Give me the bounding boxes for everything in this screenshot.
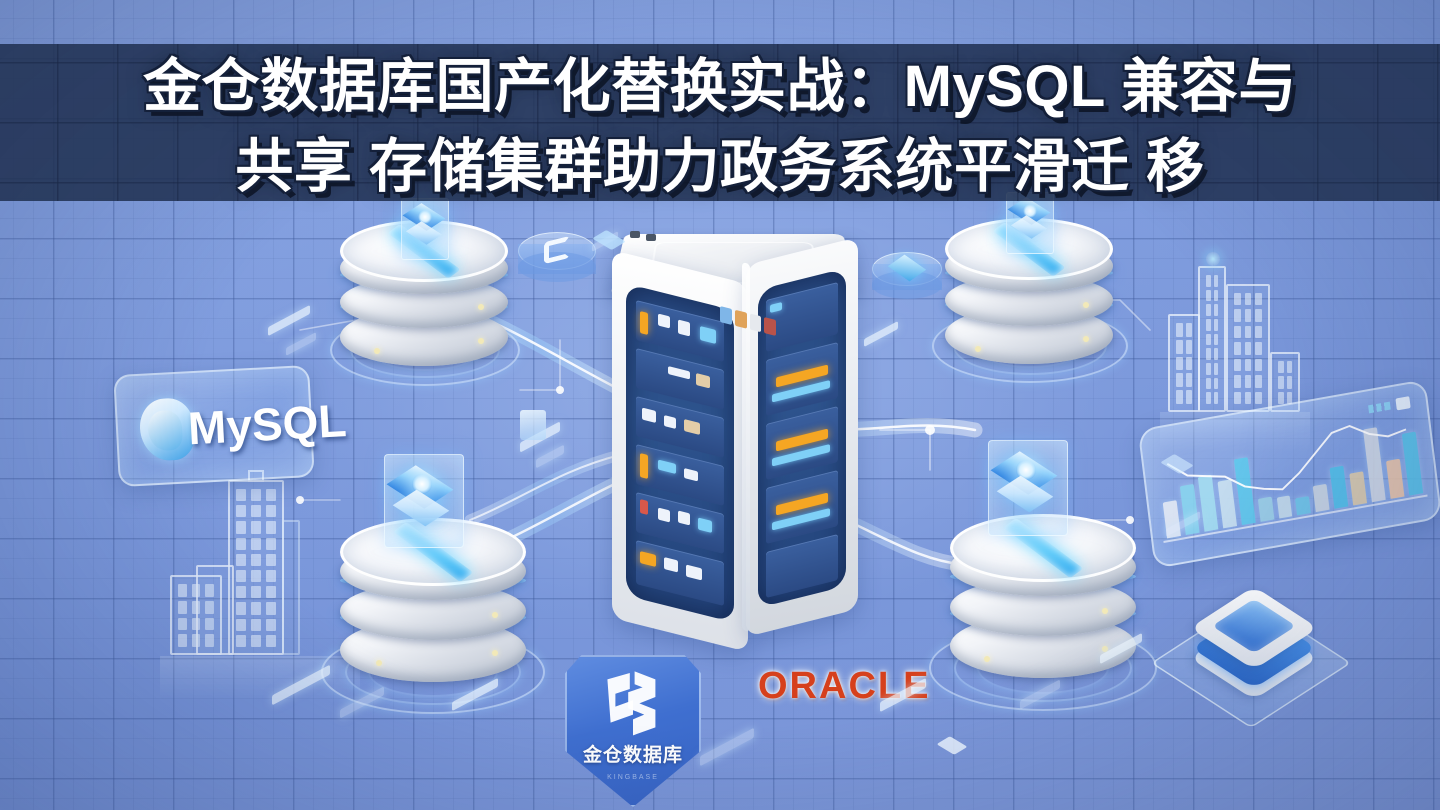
db-cylinder	[340, 518, 526, 686]
database-node-bottom-right	[928, 440, 1158, 716]
building	[1168, 314, 1200, 412]
rack-top-indicator	[630, 231, 640, 238]
database-node-bottom-left	[318, 454, 548, 720]
db-cylinder	[340, 220, 508, 370]
db-cylinder	[945, 218, 1113, 368]
building	[1226, 284, 1270, 412]
storage-device	[1150, 548, 1358, 729]
db-cylinder	[950, 514, 1136, 682]
rack-top-indicator	[646, 234, 656, 241]
mysql-label: MySQL	[186, 394, 348, 455]
glass-disc-c-glyph	[518, 222, 596, 284]
kingbase-logo-badge: 金仓数据库 KINGBASE	[565, 655, 701, 807]
title-band-grid	[0, 44, 1440, 201]
building-antenna	[1206, 252, 1220, 266]
analytics-chart-panel	[1137, 379, 1440, 569]
oracle-label: ORACLE	[758, 665, 931, 707]
glass-disc-chip	[872, 244, 942, 300]
data-crystal	[1001, 188, 1059, 264]
data-crystal	[396, 194, 454, 270]
city-skyline-right	[1150, 252, 1350, 452]
data-crystal	[374, 448, 474, 558]
title-band	[0, 44, 1440, 201]
city-skyline-left	[160, 470, 410, 700]
skyline-reflection	[1160, 412, 1310, 452]
building	[1270, 352, 1300, 412]
chart-trend-line	[1166, 424, 1407, 491]
chart-plot-area	[1156, 400, 1424, 539]
kingbase-mark-icon	[607, 671, 656, 736]
building-antenna	[248, 470, 264, 482]
building	[196, 565, 234, 655]
database-node-top-right	[925, 192, 1135, 386]
kingbase-label: 金仓数据库	[582, 745, 683, 767]
data-cube-small	[520, 410, 546, 440]
kingbase-sublabel: KINGBASE	[607, 774, 659, 782]
database-node-top-left	[320, 198, 530, 390]
building	[228, 480, 284, 655]
building	[282, 520, 300, 655]
data-crystal	[978, 434, 1078, 546]
rack-front-panel	[626, 283, 734, 623]
mysql-logo-panel: MySQL	[113, 364, 348, 488]
server-rack	[600, 205, 870, 685]
chart-legend-swatch	[1395, 396, 1411, 411]
